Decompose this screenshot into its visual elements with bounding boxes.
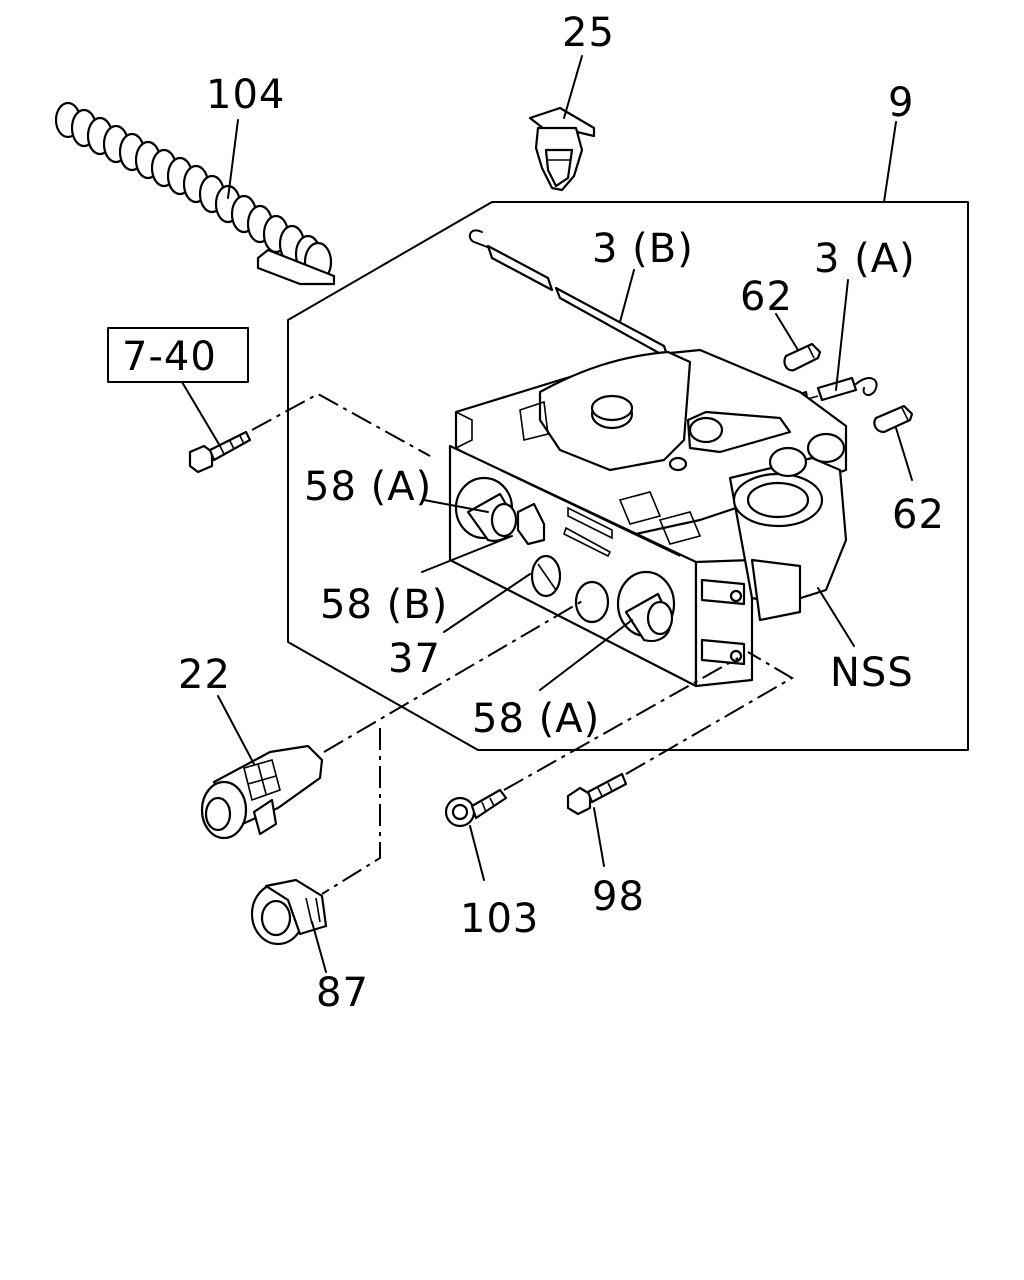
label-3b: 3 (B): [592, 226, 694, 272]
label-62-top: 62: [740, 274, 793, 320]
label-7-40: 7-40: [122, 334, 217, 380]
label-58a-left: 58 (A): [304, 464, 432, 510]
part-22-switch: [200, 744, 324, 840]
control-head-assembly: [448, 348, 848, 688]
part-104-corrugated-tube: [54, 101, 336, 286]
label-nss: NSS: [830, 650, 914, 696]
label-58a-bottom: 58 (A): [472, 696, 600, 742]
leader-lines: [181, 55, 913, 973]
label-9: 9: [888, 80, 914, 126]
assembly-frame: [287, 201, 969, 751]
part-62-pin-right: [873, 404, 914, 434]
ref-box-7-40: [107, 327, 249, 383]
label-25: 25: [562, 10, 615, 56]
part-62-pin-top: [783, 342, 822, 372]
part-98-bolt: [566, 772, 628, 816]
part-7-40-bolt: [188, 430, 252, 474]
part-87-socket: [250, 878, 328, 946]
label-62-right: 62: [892, 492, 945, 538]
part-103-screw: [444, 788, 508, 828]
part-25-clip: [528, 106, 596, 192]
label-103: 103: [460, 896, 539, 942]
label-3a: 3 (A): [814, 236, 916, 282]
label-87: 87: [316, 970, 369, 1016]
label-37: 37: [388, 636, 441, 682]
label-58b: 58 (B): [320, 582, 448, 628]
label-98: 98: [592, 874, 645, 920]
label-104: 104: [206, 72, 285, 118]
label-22: 22: [178, 652, 231, 698]
installation-lines: [251, 392, 794, 895]
